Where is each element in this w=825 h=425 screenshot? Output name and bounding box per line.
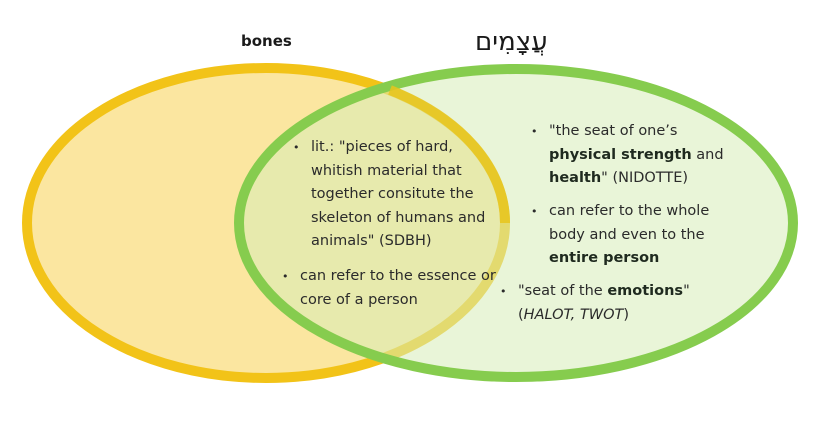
text: ) [623, 306, 630, 323]
bold-text: physical strength [549, 146, 692, 163]
italic-citation: HALOT, TWOT [523, 306, 624, 323]
text: "seat of the [518, 283, 608, 299]
overlap-item-literal-meaning: lit.: "pieces of hard, whitish material … [293, 136, 503, 254]
overlap-list-2: can refer to the essence or core of a pe… [282, 265, 502, 312]
atsamim-item-strength: "the seat of one’s physical strength and… [531, 120, 741, 191]
overlap-item-text: can refer to the essence or core of a pe… [300, 268, 496, 308]
atsamim-list-3: "seat of the emotions" (HALOT, TWOT) [500, 280, 700, 327]
text: "the seat of one’s [549, 123, 678, 139]
atsamim-item-emotions: "seat of the emotions" (HALOT, TWOT) [500, 280, 700, 327]
text: can refer to the whole body and even to … [549, 203, 710, 243]
text: " ( [518, 283, 690, 323]
bones-title: bones [241, 32, 292, 50]
bold-text: health [549, 170, 602, 186]
text: and [691, 146, 724, 163]
overlap-item-essence: can refer to the essence or core of a pe… [282, 265, 502, 312]
atsamim-list-2: can refer to the whole body and even to … [531, 200, 741, 271]
overlap-item-text: lit.: "pieces of hard, whitish material … [311, 139, 486, 249]
bold-text: entire person [549, 250, 660, 266]
citation-text: " (NIDOTTE) [601, 170, 689, 186]
bold-text: emotions [607, 283, 684, 299]
overlap-list: lit.: "pieces of hard, whitish material … [293, 136, 503, 254]
atsamim-item-whole-body: can refer to the whole body and even to … [531, 200, 741, 271]
atsamim-title: עֲצָמִים [475, 27, 548, 57]
atsamim-list-1: "the seat of one’s physical strength and… [531, 120, 741, 191]
